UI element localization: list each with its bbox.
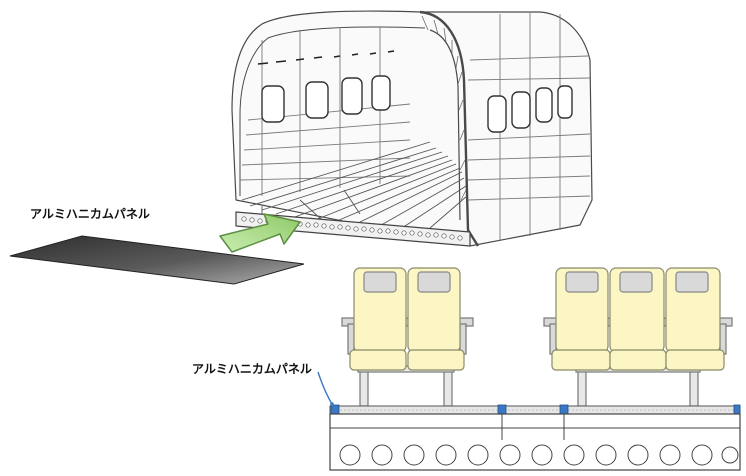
seat-left-1 xyxy=(349,267,407,371)
insert-arrow xyxy=(219,213,301,253)
panel-label-lower: アルミハニカムパネル xyxy=(192,362,312,376)
seat-right-1 xyxy=(551,267,611,371)
seat-right-3 xyxy=(665,267,725,371)
panel-connectors xyxy=(330,404,741,416)
panel-label-upper: アルミハニカムパネル xyxy=(30,207,150,221)
label-leader-line xyxy=(317,371,333,405)
leader-dot xyxy=(330,402,334,406)
honeycomb-panel-sheet xyxy=(9,235,305,285)
seat-group-left xyxy=(341,267,474,407)
seat-group-right xyxy=(543,267,733,407)
floor-cross-section xyxy=(329,404,741,471)
near-windows xyxy=(487,85,573,133)
beam-holes xyxy=(339,444,739,466)
seat-right-2 xyxy=(609,267,667,371)
frame-ring-hatch xyxy=(421,15,467,201)
floor-grid xyxy=(241,141,468,229)
seat-left-2 xyxy=(407,267,465,371)
overhead-marks xyxy=(257,50,395,65)
fuselage-section xyxy=(231,10,593,247)
far-windows xyxy=(261,75,391,123)
honeycomb-panel-section xyxy=(329,405,741,415)
